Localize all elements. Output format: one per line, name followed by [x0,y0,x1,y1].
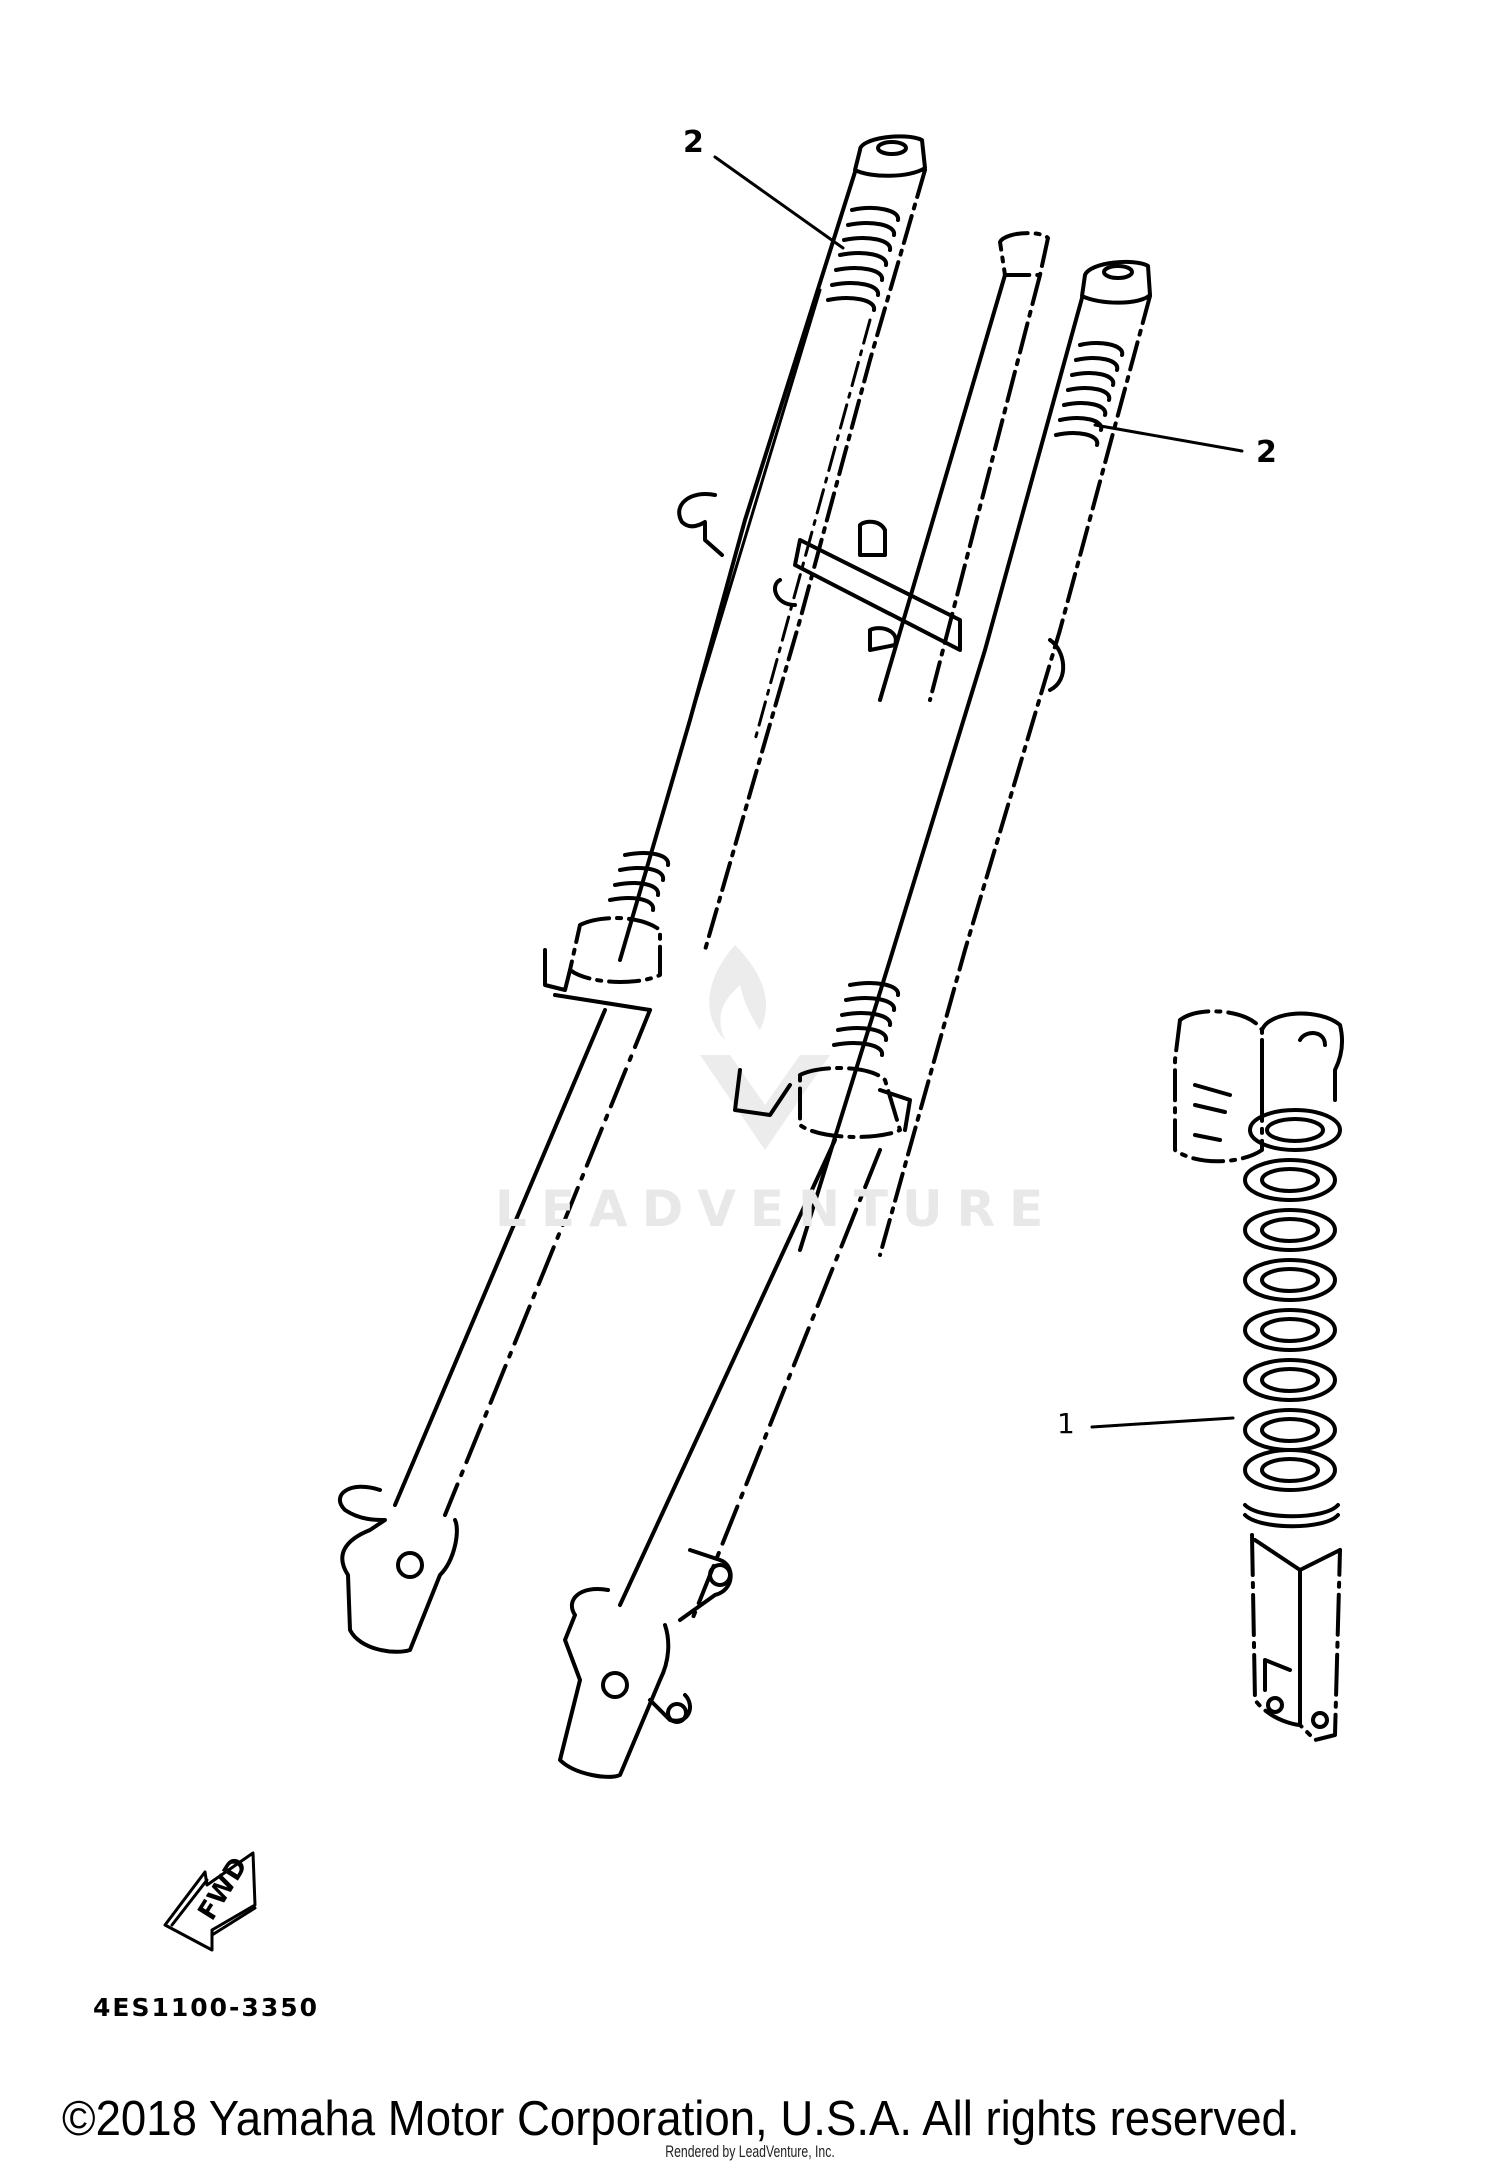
leadventure-logo-icon [700,945,830,1150]
callout-number-left-fork-spring: 2 [683,125,704,160]
rendered-by-notice: Rendered by LeadVenture, Inc. [665,2142,835,2161]
left-fork-lower-spring [608,851,671,912]
right-fork-lower-spring [832,981,900,1057]
diagram-part-code: 4ES1100-3350 [93,1993,320,2022]
right-fork-spring [1054,341,1125,447]
rear-shock-spring [1243,1108,1342,1529]
rear-shock-assembly [1173,1009,1345,1742]
callout-leader-lines [713,155,1244,1429]
left-fork-assembly [337,134,927,1654]
right-fork-assembly [558,231,1152,1779]
copyright-notice: ©2018 Yamaha Motor Corporation, U.S.A. A… [62,2092,1300,2146]
callout-number-right-fork-spring: 2 [1256,435,1277,470]
left-fork-spring [826,206,900,312]
forward-arrow-icon: FWD [163,1851,257,1952]
callout-number-rear-shock-spring: 1 [1057,1407,1075,1440]
leadventure-watermark: LEADVENTURE [495,1180,1058,1238]
